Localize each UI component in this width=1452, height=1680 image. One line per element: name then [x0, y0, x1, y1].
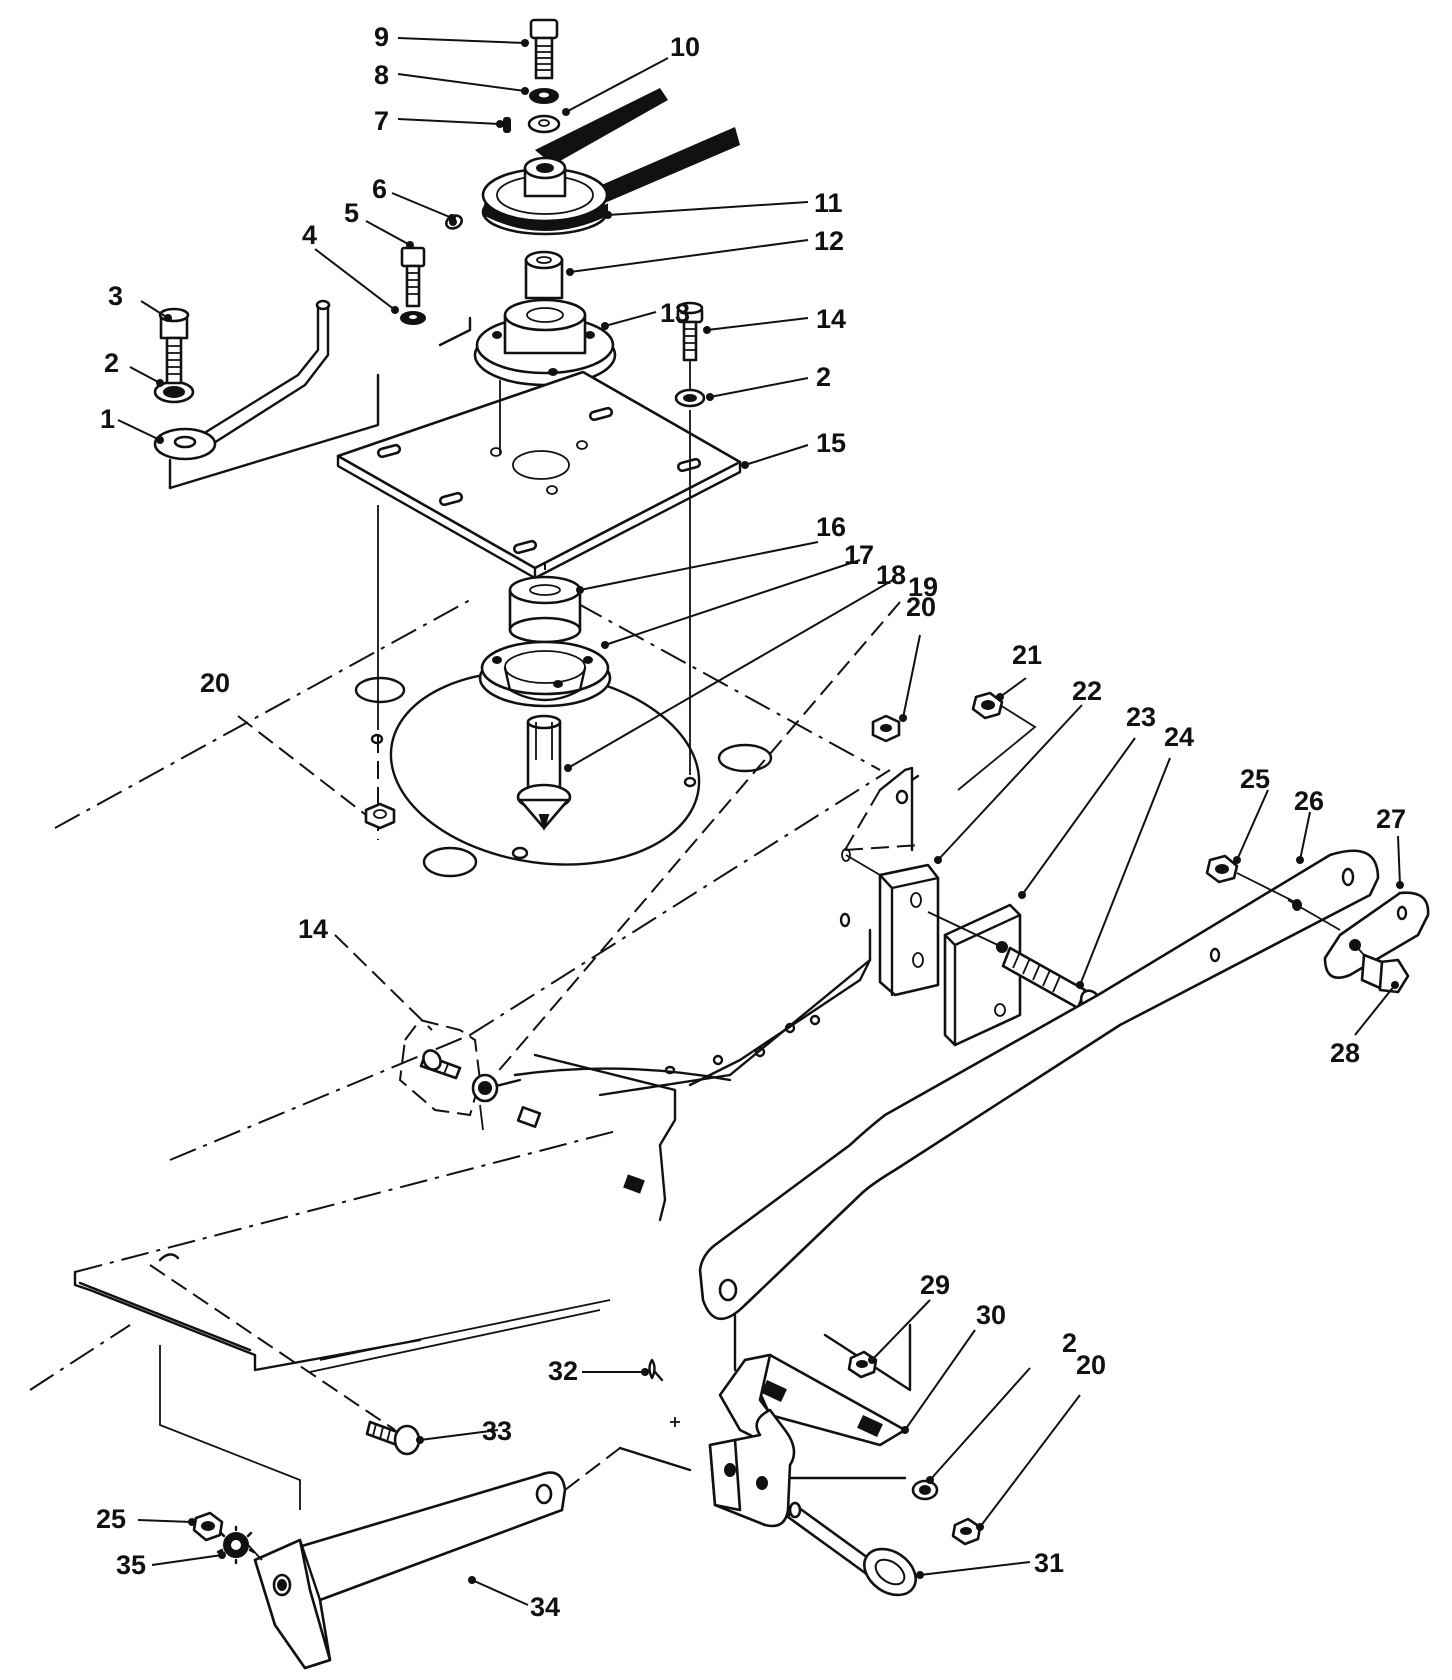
bolt-28: [1354, 944, 1410, 994]
callout-2-lower: 2: [1062, 1328, 1077, 1358]
callout-19: 19: [908, 572, 938, 602]
pulley-11: [481, 156, 609, 236]
link-27: [1323, 891, 1430, 979]
callout-25-right: 25: [1240, 764, 1270, 794]
callout-22: 22: [1072, 676, 1102, 706]
callout-14-lower: 14: [298, 914, 328, 944]
bracket-14-lower: [398, 1018, 499, 1131]
callout-6: 6: [372, 174, 387, 204]
nut-29: [847, 1350, 878, 1379]
callout-32: 32: [548, 1356, 578, 1386]
nut-20-lower: [951, 1517, 982, 1546]
mower-deck: [29, 579, 921, 1391]
bolt-9: [529, 18, 559, 80]
callout-1: 1: [100, 404, 115, 434]
callout-16: 16: [816, 512, 846, 542]
nut-20-left: [364, 802, 396, 830]
callout-29: 29: [920, 1270, 950, 1300]
callout-24: 24: [1164, 722, 1194, 752]
callout-20-lower: 20: [1076, 1350, 1106, 1380]
spindle-assembly: [336, 18, 742, 840]
callout-10: 10: [670, 32, 700, 62]
bumper-block-22: [841, 848, 940, 997]
control-rod: [153, 246, 472, 490]
bolt-14-washer-2: [674, 301, 706, 408]
callout-2-right: 2: [816, 362, 831, 392]
nut-20-right: [871, 714, 901, 743]
callout-35: 35: [116, 1550, 146, 1580]
bearing-housing-13: [473, 298, 617, 387]
leader-lines: [117, 37, 1401, 1606]
eye-bolt-31: [786, 1501, 917, 1597]
lift-arm-26: [698, 849, 1380, 1321]
callout-17: 17: [844, 540, 874, 570]
lever-bar-34: [253, 1471, 567, 1670]
callout-34: 34: [530, 1592, 560, 1622]
callout-8: 8: [374, 60, 389, 90]
bumper-plate-23: [943, 903, 1022, 1047]
callout-30: 30: [976, 1300, 1006, 1330]
callout-27: 27: [1376, 804, 1406, 834]
callout-4: 4: [302, 220, 317, 250]
callout-31: 31: [1034, 1548, 1064, 1578]
callout-labels: 9 8 10 7 6 11 5 12 4 3 13 14 2 2 1 15 16…: [96, 22, 1406, 1622]
callout-18: 18: [876, 560, 906, 590]
callout-28: 28: [1330, 1038, 1360, 1068]
callout-23: 23: [1126, 702, 1156, 732]
callout-12: 12: [814, 226, 844, 256]
callout-20-upper-right: 20: [906, 592, 936, 622]
callout-3: 3: [108, 281, 123, 311]
callout-26: 26: [1294, 786, 1324, 816]
callout-21: 21: [1012, 640, 1042, 670]
nut-25-right: [1205, 854, 1239, 884]
nut-21: [971, 691, 1004, 720]
callout-20-upper-left: 20: [200, 668, 230, 698]
bolt-33: [365, 1420, 421, 1456]
callout-15: 15: [816, 428, 846, 458]
mounting-plate-15: [336, 370, 742, 580]
callout-5: 5: [344, 198, 359, 228]
callout-11: 11: [814, 188, 843, 218]
leader-dots: [156, 39, 1404, 1584]
callout-33: 33: [482, 1416, 512, 1446]
callout-9: 9: [374, 22, 389, 52]
callout-25-lower: 25: [96, 1504, 126, 1534]
bracket-30: [618, 1313, 912, 1528]
callout-13: 13: [660, 298, 690, 328]
callout-14-upper: 14: [816, 304, 846, 334]
callout-7: 7: [374, 106, 389, 136]
nut-25-lower: [192, 1511, 224, 1542]
callout-2-left: 2: [104, 348, 119, 378]
